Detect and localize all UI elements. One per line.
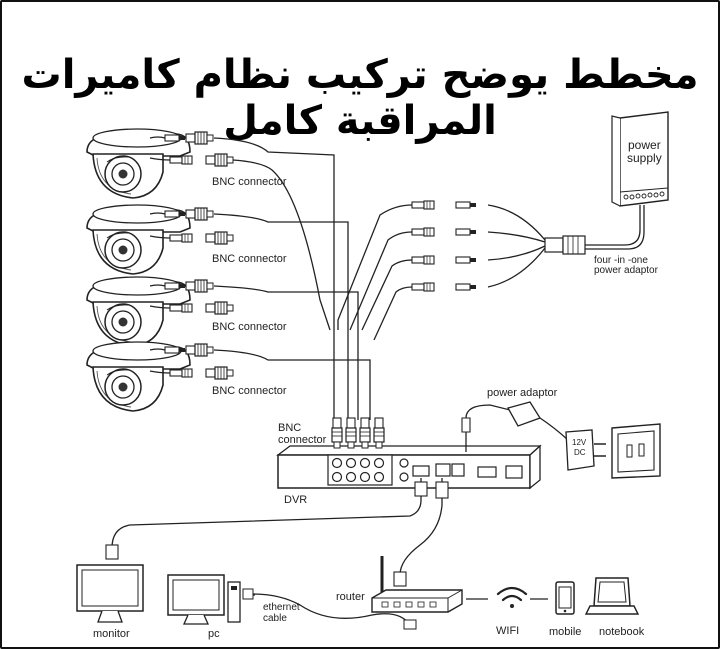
monitor-icon: monitor (76, 564, 144, 640)
camera-3: BNC connector (86, 276, 287, 347)
dvr-output-cables (111, 478, 443, 576)
splitter-plugs (411, 200, 477, 292)
dc-plug-icon (169, 303, 193, 313)
camera-1: BNC connector (86, 128, 287, 199)
pc-label: pc (208, 628, 220, 640)
bnc-connector-label: BNC connector (212, 253, 287, 265)
pc-icon: pc (167, 574, 241, 640)
adaptor-rating-line1: 12V (572, 438, 587, 447)
ethernet-cable: ethernet cable (242, 588, 417, 630)
page-title: مخطط يوضح تركيب نظام كاميرات المراقبة كا… (21, 52, 699, 144)
bnc-connector-label: BNC connector (212, 321, 287, 333)
dvr-output-plugs (105, 481, 449, 587)
monitor-label: monitor (93, 628, 130, 640)
four-in-one-adaptor: four -in -one power adaptor (544, 205, 659, 276)
router-icon: router (336, 556, 463, 613)
notebook-icon: notebook (584, 577, 645, 638)
dc-plug-icon (169, 233, 193, 243)
camera-2: BNC connector (86, 204, 287, 275)
dc-plug-icon (169, 155, 193, 165)
dvr-bnc-label-line2: connector (278, 434, 327, 446)
bnc-plug-icon (185, 207, 214, 221)
bnc-connector-label: BNC connector (212, 385, 287, 397)
dvr-power-adaptor: power adaptor 12V DC (461, 387, 606, 471)
power-adaptor-label: power adaptor (487, 387, 558, 399)
wifi-label: WIFI (496, 625, 519, 637)
notebook-label: notebook (599, 626, 645, 638)
wall-socket-icon (611, 423, 661, 479)
ethernet-label-line2: cable (263, 613, 287, 624)
dvr-bnc-label-line1: BNC (278, 422, 301, 434)
bnc-plug-icon (205, 366, 234, 380)
power-supply-icon: power supply (611, 111, 669, 207)
dvr-bnc-plugs (331, 417, 385, 449)
bnc-plug-icon (185, 343, 214, 357)
bnc-plug-icon (205, 231, 234, 245)
four-in-one-label-line1: four -in -one (594, 255, 648, 266)
router-label: router (336, 591, 365, 603)
mobile-label: mobile (549, 626, 581, 638)
wifi-icon: WIFI (496, 586, 528, 637)
mobile-icon: mobile (549, 581, 581, 638)
ethernet-label-line1: ethernet (263, 602, 300, 613)
dc-plug-icon (169, 368, 193, 378)
video-cables (213, 137, 371, 420)
power-leads (337, 204, 546, 341)
four-in-one-label-line2: power adaptor (594, 265, 659, 276)
bnc-plug-icon (205, 301, 234, 315)
bnc-plug-icon (205, 153, 234, 167)
dvr-label: DVR (284, 494, 307, 506)
bnc-plug-icon (185, 131, 214, 145)
power-supply-label-line2: supply (627, 151, 662, 165)
dvr-unit: DVR BNC connector (276, 422, 542, 506)
camera-4: BNC connector (86, 341, 287, 412)
bnc-connector-label: BNC connector (212, 176, 287, 188)
adaptor-rating-line2: DC (574, 448, 586, 457)
bnc-plug-icon (185, 279, 214, 293)
power-supply-label-line1: power (628, 138, 661, 152)
